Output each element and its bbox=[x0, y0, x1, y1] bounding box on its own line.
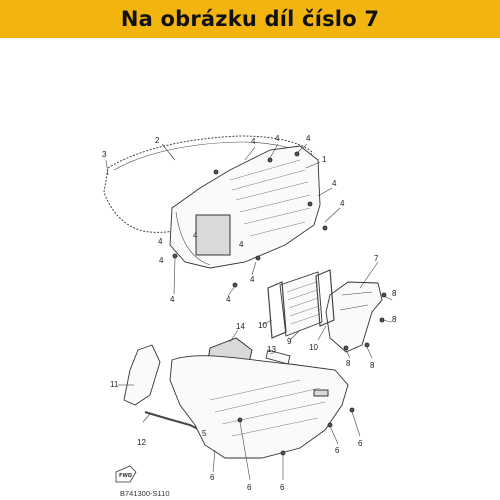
callout-4-a: 4 bbox=[275, 134, 280, 143]
bracket-part bbox=[144, 411, 201, 431]
cover-logo-plate bbox=[313, 389, 329, 397]
diagram-code: B741300-S110 bbox=[120, 489, 170, 498]
callout-4-h: 4 bbox=[159, 256, 164, 265]
crankcase-cover-part bbox=[169, 145, 321, 269]
seal-part-right bbox=[315, 269, 335, 327]
callout-6-e: 6 bbox=[358, 439, 363, 448]
callout-9: 9 bbox=[287, 337, 292, 346]
callout-4-f: 4 bbox=[158, 237, 163, 246]
lower-cover-part bbox=[169, 355, 349, 459]
callout-11: 11 bbox=[110, 380, 119, 389]
callout-14: 14 bbox=[236, 322, 245, 331]
callout-8-c: 8 bbox=[346, 359, 351, 368]
callout-5-side: 5 bbox=[202, 429, 207, 438]
callout-4-c: 4 bbox=[251, 137, 256, 146]
callout-10-a: 10 bbox=[258, 321, 267, 330]
callout-6-b: 6 bbox=[247, 483, 252, 492]
callout-2: 2 bbox=[155, 136, 160, 145]
callout-4-i: 4 bbox=[239, 240, 244, 249]
callout-4-g: 4 bbox=[193, 231, 198, 240]
callout-1: 1 bbox=[322, 155, 327, 164]
callout-8-a: 8 bbox=[392, 289, 397, 298]
callout-8-d: 8 bbox=[370, 361, 375, 370]
title-banner: Na obrázku díl číslo 7 bbox=[0, 0, 500, 38]
callout-7: 7 bbox=[374, 254, 379, 263]
duct-cover-part bbox=[325, 281, 383, 353]
cover-window bbox=[195, 214, 231, 256]
callout-8-b: 8 bbox=[392, 315, 397, 324]
fwd-arrow-icon: FWD bbox=[115, 465, 137, 483]
fwd-label: FWD bbox=[119, 473, 132, 479]
callout-13: 13 bbox=[267, 345, 276, 354]
callout-6-c: 6 bbox=[280, 483, 285, 492]
callout-4-k: 4 bbox=[226, 295, 231, 304]
callout-12: 12 bbox=[137, 438, 146, 447]
banner-title: Na obrázku díl číslo 7 bbox=[120, 7, 380, 31]
callout-6-d: 6 bbox=[335, 446, 340, 455]
callout-10-b: 10 bbox=[309, 343, 318, 352]
callout-3: 3 bbox=[102, 150, 107, 159]
seal-part-left bbox=[267, 281, 287, 339]
lower-guard-part bbox=[123, 344, 161, 406]
callout-4-j: 4 bbox=[170, 295, 175, 304]
gasket-part bbox=[103, 135, 313, 233]
callout-4-d: 4 bbox=[332, 179, 337, 188]
callout-6-a: 6 bbox=[210, 473, 215, 482]
callout-4-b: 4 bbox=[306, 134, 311, 143]
callout-4-l: 4 bbox=[250, 275, 255, 284]
callout-4-e: 4 bbox=[340, 199, 345, 208]
